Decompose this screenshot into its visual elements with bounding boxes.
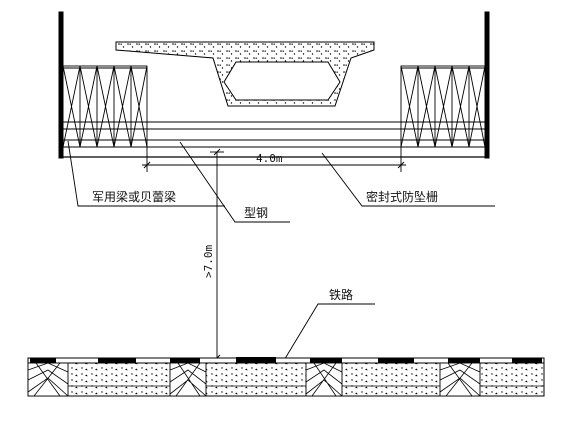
span-dimension <box>142 147 406 172</box>
label-fall-protection-fence: 密封式防坠栅 <box>366 189 438 204</box>
left-truss <box>62 65 148 148</box>
label-railway: 铁路 <box>329 287 353 302</box>
railway-track <box>27 357 545 397</box>
span-dimension-text: 4.0m <box>256 152 283 165</box>
box-girder <box>115 41 375 107</box>
label-military-beam: 军用梁或贝蕾梁 <box>92 189 176 204</box>
steel-beams <box>63 121 485 148</box>
clearance-dimension-text: >7.0m <box>202 245 215 278</box>
right-truss <box>400 65 486 148</box>
leader-lines <box>67 140 495 363</box>
label-steel-section: 型钢 <box>244 206 268 220</box>
